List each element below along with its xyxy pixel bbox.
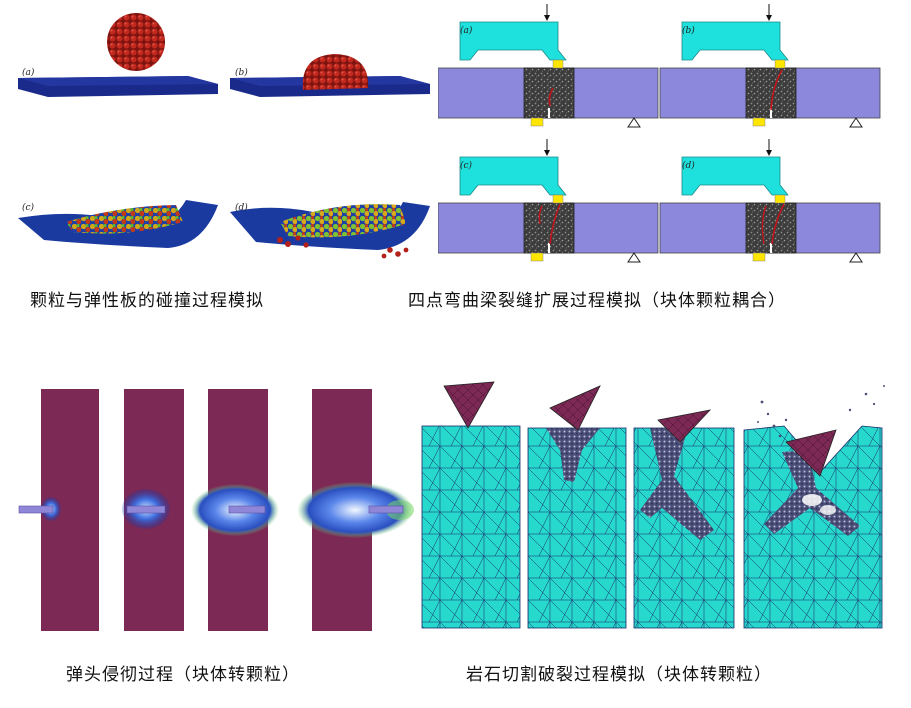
scattered-particles	[280, 204, 406, 238]
rock-stage-2	[527, 385, 627, 629]
penetration-figure	[15, 385, 415, 635]
crack	[771, 203, 785, 245]
scattered-particles	[66, 205, 183, 234]
rock-figure	[418, 380, 896, 630]
crack-branches	[640, 428, 714, 540]
falling-particles	[277, 235, 409, 259]
label-a: (a)	[460, 25, 473, 36]
ejected-fragments	[757, 385, 885, 438]
caption-beam: 四点弯曲梁裂缝扩展过程模拟（块体颗粒耦合）	[408, 291, 786, 311]
rock-block	[743, 425, 883, 629]
beam-subfigure-a: (a)	[437, 3, 659, 128]
subfigure-a: (a)	[18, 13, 218, 97]
crushed-zone	[546, 428, 600, 482]
subfigure-c: (c)	[18, 200, 218, 248]
label-b: (b)	[235, 67, 248, 78]
crack-branches	[764, 450, 860, 536]
label-c: (c)	[22, 202, 35, 213]
rock-svg	[421, 381, 885, 629]
label-a: (a)	[22, 67, 35, 78]
collision-figure: (a) (b) (c) (d)	[18, 0, 438, 265]
cutter	[785, 429, 837, 477]
penetration-stage-3	[191, 389, 279, 631]
projectile	[368, 505, 404, 514]
projectile	[18, 505, 54, 514]
rock-block	[421, 425, 521, 629]
beam-subfigure-c: (c)	[437, 138, 659, 263]
cutter	[549, 385, 601, 431]
rock-stage-4	[743, 385, 885, 629]
beam-figure: (a) (b) (c) (d)	[437, 0, 888, 265]
rock-block	[633, 427, 735, 629]
label-d: (d)	[682, 160, 695, 171]
penetration-stage-2	[122, 389, 184, 631]
projectile	[228, 505, 266, 514]
particle-pile	[302, 54, 369, 90]
particle-sphere	[107, 13, 165, 71]
projectile	[126, 505, 166, 514]
cutter	[443, 381, 495, 429]
crack	[548, 87, 554, 107]
beam-subfigure-d: (d)	[659, 138, 881, 263]
label-b: (b)	[682, 25, 695, 36]
subfigure-b: (b)	[230, 54, 430, 97]
rock-stage-1	[421, 381, 521, 629]
label-d: (d)	[235, 202, 248, 213]
subfigure-d: (d)	[230, 202, 430, 259]
label-c: (c)	[460, 160, 473, 171]
penetration-svg	[18, 389, 414, 631]
cutter	[657, 409, 712, 443]
caption-rock: 岩石切割破裂过程模拟（块体转颗粒）	[466, 665, 772, 685]
beam-svg: (a) (b) (c) (d)	[437, 3, 881, 263]
crack	[549, 203, 561, 245]
beam-subfigure-b: (b)	[659, 3, 881, 128]
rock-stage-3	[633, 409, 735, 629]
caption-penetration: 弹头侵彻过程（块体转颗粒）	[66, 665, 300, 685]
collision-svg: (a) (b) (c) (d)	[18, 0, 438, 265]
penetration-stage-4	[297, 389, 414, 631]
penetration-stage-1	[18, 389, 99, 631]
caption-collision: 颗粒与弹性板的碰撞过程模拟	[30, 291, 264, 311]
crack	[770, 69, 783, 111]
